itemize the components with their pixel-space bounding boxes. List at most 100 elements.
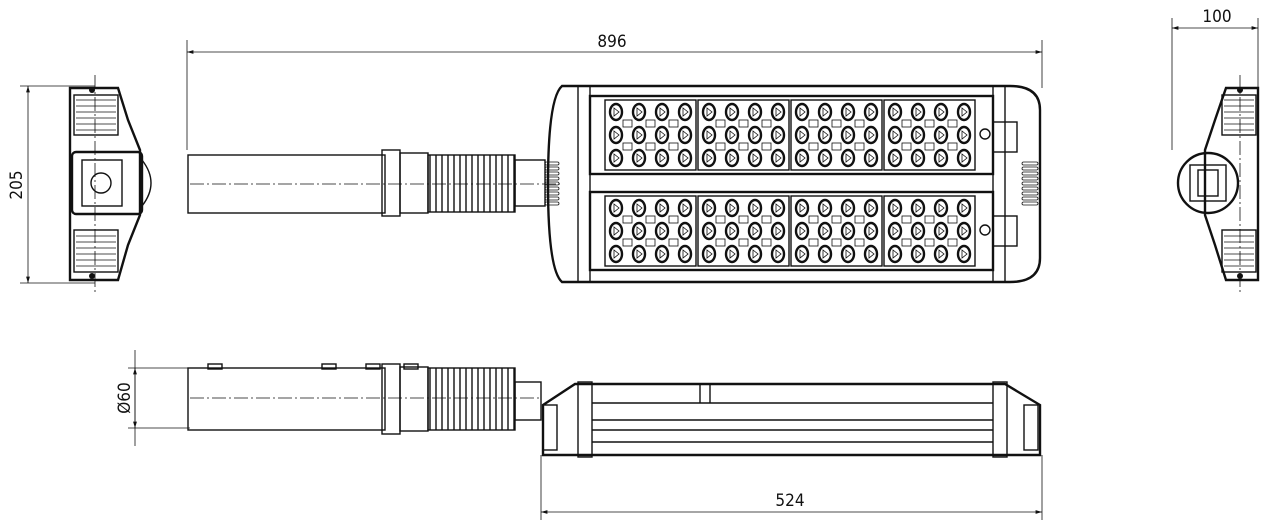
dim-label-100: 100 [1202,7,1231,27]
led-lens [794,221,810,241]
led-lens [701,221,717,241]
dimension-width: 205 [7,85,95,284]
led-lens [887,102,903,122]
led-lens [817,198,833,218]
led-lens [631,244,647,264]
led-lens [677,148,693,168]
led-lens [747,198,763,218]
led-lens [724,244,740,264]
vent-slot [544,186,560,191]
led-lens [910,148,926,168]
led-module [604,195,697,267]
led-lens [631,148,647,168]
led-lens [794,198,810,218]
led-lens [840,102,856,122]
vent-slot [1021,176,1039,181]
led-lens [933,221,949,241]
led-lens [956,102,972,122]
led-module [697,99,790,171]
led-lens [724,102,740,122]
led-lens [794,102,810,122]
led-lens [863,198,879,218]
led-lens [863,102,879,122]
led-lens [887,148,903,168]
led-lens [677,244,693,264]
led-lens [654,198,670,218]
led-lens [956,221,972,241]
dimension-housing-length: 524 [540,455,1043,520]
led-lens [863,244,879,264]
led-lens [654,148,670,168]
led-lens [817,221,833,241]
led-lens [817,148,833,168]
led-lens [724,125,740,145]
led-lens [631,198,647,218]
vent-slot [1021,191,1039,196]
led-lens [724,221,740,241]
vent-slot [544,191,560,196]
led-lens [956,148,972,168]
led-lens [887,221,903,241]
led-lens [887,125,903,145]
vent-slot [1021,186,1039,191]
led-lens [956,125,972,145]
vent-slot [1021,181,1039,186]
led-lens [608,221,624,241]
dim-label-524: 524 [775,491,804,511]
led-lens [631,102,647,122]
led-lens [910,221,926,241]
led-lens [677,221,693,241]
led-lens [770,198,786,218]
led-lens [910,198,926,218]
led-lens [956,198,972,218]
led-lens [631,125,647,145]
led-lens [933,244,949,264]
led-lens [840,198,856,218]
dimension-pole-diameter: Ø60 [115,350,190,446]
vent-slot [1021,196,1039,201]
led-lens [933,125,949,145]
led-lens [677,198,693,218]
led-lens [770,148,786,168]
led-lens [701,125,717,145]
led-lens [794,244,810,264]
led-module [790,195,883,267]
led-lens [701,244,717,264]
led-module [604,99,697,171]
led-lens [654,221,670,241]
led-lens [794,148,810,168]
led-lens [794,125,810,145]
dimension-overall-length: 896 [186,32,1043,150]
led-lens [817,102,833,122]
led-lens [677,125,693,145]
led-lens [608,244,624,264]
led-lens [701,102,717,122]
led-lens [817,125,833,145]
led-lens [933,102,949,122]
led-lens [747,221,763,241]
led-lens [747,148,763,168]
led-lens [840,244,856,264]
led-lens [654,125,670,145]
vent-slot [544,161,560,166]
led-lens [747,244,763,264]
led-lens [608,198,624,218]
led-lens [817,244,833,264]
led-lens [887,244,903,264]
led-lens [887,198,903,218]
led-lens [608,148,624,168]
led-lens [654,244,670,264]
led-lens [770,221,786,241]
led-lens [747,102,763,122]
led-lens [910,125,926,145]
led-lens [654,102,670,122]
led-lens [608,102,624,122]
top-view [187,84,1042,284]
led-lens [840,221,856,241]
led-lens [910,102,926,122]
led-lens [701,148,717,168]
led-lens [677,102,693,122]
vent-slot [544,176,560,181]
led-lens [956,244,972,264]
dim-label-205: 205 [7,170,27,199]
